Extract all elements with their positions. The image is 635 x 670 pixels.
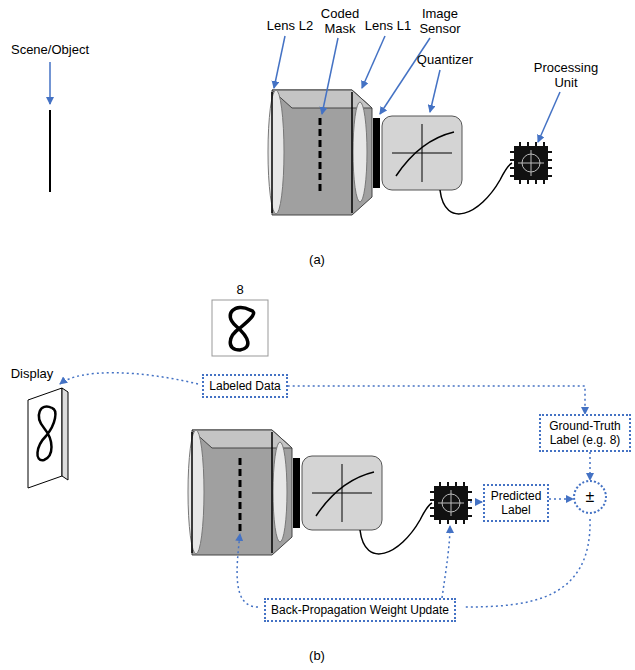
node-text: Labeled Data: [209, 379, 280, 393]
node-text: Predicted Label: [490, 489, 542, 517]
panel-label: (b): [309, 648, 325, 663]
panel-label: (a): [309, 252, 325, 267]
label-box: Ground-Truth Label (e.g. 8): [539, 414, 631, 452]
label-box: Predicted Label: [483, 484, 549, 522]
update-box: Back-Propagation Weight Update: [264, 598, 456, 622]
flow-arrow: [589, 452, 591, 480]
node-text: Ground-Truth Label (e.g. 8): [546, 419, 624, 447]
flow-arrow: [288, 386, 585, 414]
flow-arrow: [549, 498, 573, 500]
node-text: Back-Propagation Weight Update: [271, 603, 449, 617]
part-label: Processing Unit: [530, 60, 602, 90]
part-label: Quantizer: [417, 52, 473, 67]
data-box: Labeled Data: [202, 374, 287, 398]
display-label: Display: [11, 366, 54, 381]
part-label: Lens L2: [267, 18, 313, 33]
part-label: Lens L1: [365, 18, 411, 33]
digit-label: 8: [236, 282, 243, 297]
sum-circle: ±: [573, 480, 607, 514]
part-label: Image Sensor: [404, 6, 476, 36]
scene-label: Scene/Object: [11, 42, 89, 57]
node-text: ±: [586, 490, 595, 504]
